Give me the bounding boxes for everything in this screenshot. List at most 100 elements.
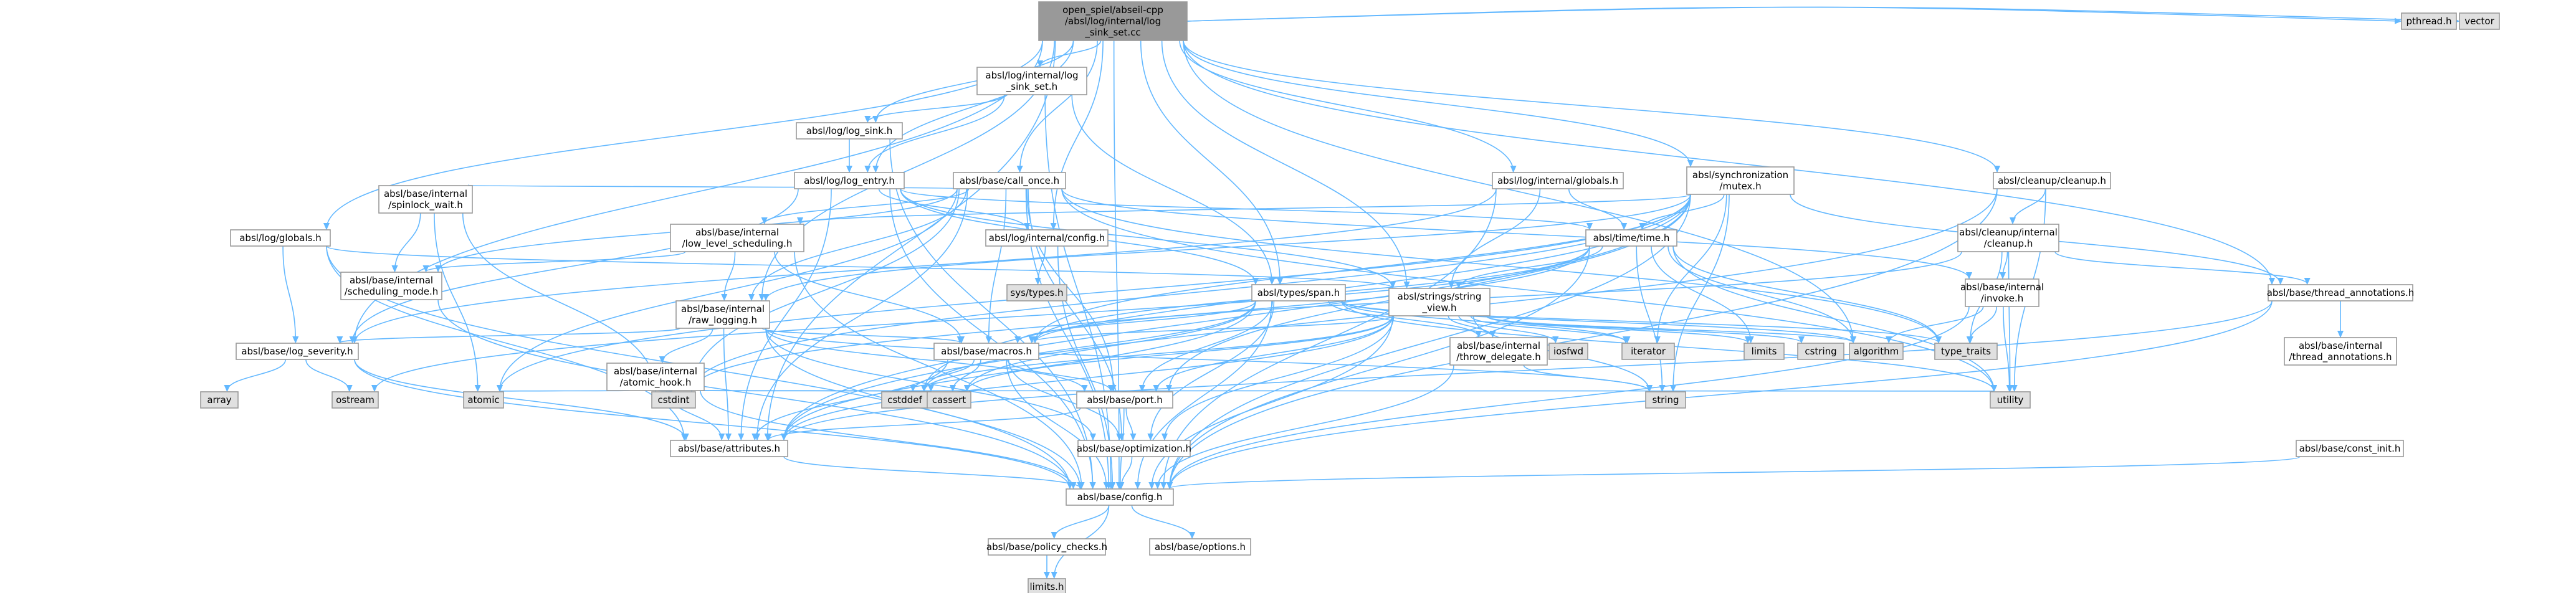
edge-constinit-to-config bbox=[1170, 456, 2301, 488]
edge-attributes-to-config bbox=[783, 456, 1080, 488]
node-label: array bbox=[207, 394, 231, 406]
node-array[interactable]: array bbox=[200, 391, 239, 409]
node-label: absl/log/internal/config.h bbox=[989, 232, 1105, 244]
node-box bbox=[1965, 278, 2039, 307]
node-cstdint[interactable]: cstdint bbox=[651, 391, 696, 409]
node-label: absl/log/log_entry.h bbox=[804, 175, 895, 187]
edge-stringview-to-iosfwd bbox=[1458, 315, 1555, 343]
edge-stringview-to-iterator bbox=[1470, 315, 1627, 343]
node-label: /raw_logging.h bbox=[689, 315, 757, 326]
node-box bbox=[1006, 284, 1067, 301]
node-label: cstdint bbox=[657, 394, 689, 406]
node-logseverity[interactable]: absl/base/log_severity.h bbox=[236, 343, 359, 360]
node-box bbox=[796, 122, 903, 140]
node-algorithm[interactable]: algorithm bbox=[1849, 343, 1904, 360]
edge-root-to-algorithm bbox=[1183, 40, 1853, 343]
node-label: absl/base/internal bbox=[695, 227, 779, 238]
node-label: _sink_set.h bbox=[1006, 81, 1057, 93]
node-macros[interactable]: absl/base/macros.h bbox=[933, 343, 1039, 360]
edge-callonce-to-spinlock bbox=[469, 185, 958, 189]
edge-stringview-to-limits bbox=[1486, 315, 1748, 343]
node-cstring[interactable]: cstring bbox=[1797, 343, 1844, 360]
node-cleanupint[interactable]: absl/cleanup/internal/cleanup.h bbox=[1957, 224, 2059, 252]
node-string[interactable]: string bbox=[1645, 391, 1686, 409]
node-policy[interactable]: absl/base/policy_checks.h bbox=[986, 538, 1107, 556]
node-logglobals[interactable]: absl/log/globals.h bbox=[230, 229, 331, 247]
node-label: absl/base/optimization.h bbox=[1077, 443, 1191, 454]
edge-stringview-to-optimization bbox=[1165, 315, 1395, 440]
node-label: absl/base/internal bbox=[681, 303, 765, 315]
edge-atomichook-to-config bbox=[700, 390, 1074, 488]
node-label: absl/base/internal bbox=[384, 188, 467, 199]
node-lgglobals[interactable]: absl/log/internal/globals.h bbox=[1492, 172, 1624, 189]
node-label: absl/base/const_init.h bbox=[2299, 443, 2401, 455]
edge-port-to-attributes bbox=[769, 407, 1081, 440]
node-iosfwd[interactable]: iosfwd bbox=[1548, 343, 1588, 360]
node-stringview[interactable]: absl/strings/string_view.h bbox=[1388, 288, 1491, 316]
edge-lowlevel-to-config bbox=[794, 251, 1082, 488]
edge-callonce-to-lowlevel bbox=[765, 188, 970, 224]
node-time[interactable]: absl/time/time.h bbox=[1585, 229, 1677, 247]
node-cleanup[interactable]: absl/cleanup/cleanup.h bbox=[1993, 172, 2111, 189]
node-spinlock[interactable]: absl/base/internal/spinlock_wait.h bbox=[378, 185, 473, 214]
node-vector[interactable]: vector bbox=[2459, 12, 2500, 30]
node-utility[interactable]: utility bbox=[1990, 391, 2031, 409]
node-box bbox=[670, 224, 804, 252]
node-constinit[interactable]: absl/base/const_init.h bbox=[2296, 440, 2404, 457]
node-limits[interactable]: limits bbox=[1744, 343, 1785, 360]
node-systypes[interactable]: sys/types.h bbox=[1006, 284, 1067, 301]
node-threadannint[interactable]: absl/base/internal/thread_annotations.h bbox=[2284, 337, 2397, 366]
node-limitsh[interactable]: limits.h bbox=[1028, 578, 1066, 593]
edge-rawlog-to-attributes bbox=[723, 328, 729, 440]
node-callonce[interactable]: absl/base/call_once.h bbox=[953, 172, 1066, 189]
edge-invoke-to-utility bbox=[2003, 306, 2010, 391]
node-span[interactable]: absl/types/span.h bbox=[1251, 284, 1346, 301]
node-pthread[interactable]: pthread.h bbox=[2401, 12, 2457, 30]
node-label: absl/base/policy_checks.h bbox=[986, 541, 1107, 553]
node-cstddef[interactable]: cstddef bbox=[881, 391, 928, 409]
node-invoke[interactable]: absl/base/internal/invoke.h bbox=[1960, 278, 2044, 307]
node-label: absl/time/time.h bbox=[1593, 232, 1670, 244]
node-label: absl/log/globals.h bbox=[239, 232, 322, 244]
node-lowlevel[interactable]: absl/base/internal/low_level_scheduling.… bbox=[670, 224, 804, 252]
node-box bbox=[1388, 288, 1491, 316]
node-optimization[interactable]: absl/base/optimization.h bbox=[1077, 440, 1191, 457]
node-atomichook[interactable]: absl/base/internal/atomic_hook.h bbox=[606, 363, 705, 391]
node-label: /mutex.h bbox=[1719, 181, 1761, 192]
node-iterator[interactable]: iterator bbox=[1621, 343, 1675, 360]
node-throwdel[interactable]: absl/base/internal/throw_delegate.h bbox=[1449, 337, 1548, 366]
node-label: iosfwd bbox=[1553, 346, 1583, 357]
node-mutex[interactable]: absl/synchronization/mutex.h bbox=[1686, 166, 1795, 195]
node-atomic[interactable]: atomic bbox=[463, 391, 504, 409]
node-attributes[interactable]: absl/base/attributes.h bbox=[670, 440, 788, 457]
node-box bbox=[1797, 343, 1844, 360]
node-options[interactable]: absl/base/options.h bbox=[1149, 538, 1251, 556]
edge-cleanup-to-cleanupint bbox=[2013, 188, 2046, 224]
node-ostream[interactable]: ostream bbox=[332, 391, 379, 409]
edge-callonce-to-macros bbox=[989, 188, 1007, 343]
node-schedmode[interactable]: absl/base/internal/scheduling_mode.h bbox=[340, 272, 442, 300]
edge-invoke-to-config bbox=[1170, 306, 1970, 488]
edge-spinlock-to-atomic bbox=[434, 212, 478, 391]
node-logconfig[interactable]: absl/log/internal/config.h bbox=[985, 229, 1109, 247]
node-box bbox=[1251, 284, 1346, 301]
node-rawlog[interactable]: absl/base/internal/raw_logging.h bbox=[675, 300, 770, 329]
node-box bbox=[2268, 284, 2413, 301]
node-logentry[interactable]: absl/log/log_entry.h bbox=[794, 172, 905, 189]
node-config[interactable]: absl/base/config.h bbox=[1066, 488, 1174, 506]
edge-throwdel-to-string bbox=[1523, 364, 1649, 391]
node-typetraits[interactable]: type_traits bbox=[1934, 343, 1998, 360]
edge-root-to-vector bbox=[1186, 6, 2459, 22]
node-box bbox=[2284, 337, 2397, 366]
edge-logglobals-to-stringview bbox=[326, 245, 1393, 288]
node-port[interactable]: absl/base/port.h bbox=[1076, 391, 1173, 409]
node-label: open_spiel/abseil-cpp bbox=[1062, 4, 1163, 16]
edge-lowlevel-to-schedmode bbox=[426, 251, 686, 272]
edge-time-to-ostream bbox=[374, 245, 1590, 391]
edge-stringview-to-algorithm bbox=[1486, 315, 1853, 343]
node-logsink[interactable]: absl/log/log_sink.h bbox=[796, 122, 903, 140]
node-box bbox=[332, 391, 379, 409]
node-logsinkset[interactable]: absl/log/internal/log_sink_set.h bbox=[976, 67, 1087, 95]
node-threadann[interactable]: absl/base/thread_annotations.h bbox=[2267, 284, 2415, 301]
node-cassert[interactable]: cassert bbox=[927, 391, 971, 409]
